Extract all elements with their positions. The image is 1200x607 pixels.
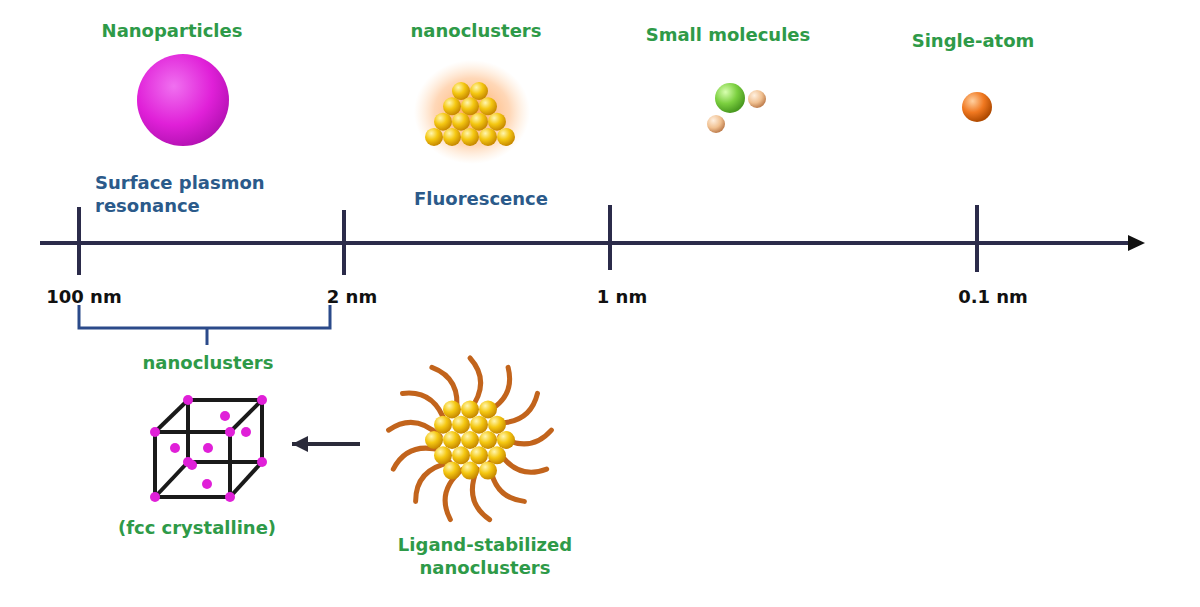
gold-atom	[488, 113, 506, 131]
lattice-atom	[150, 427, 160, 437]
scale-label: Fluorescence	[414, 188, 548, 211]
lattice-atom	[150, 492, 160, 502]
gold-atom	[497, 431, 515, 449]
gold-atom	[443, 128, 461, 146]
scale-label: Surface plasmon resonance	[95, 172, 295, 217]
gold-atom	[461, 431, 479, 449]
figure-caption: Ligand-stabilized nanoclusters	[368, 534, 602, 579]
lattice-atom	[203, 443, 213, 453]
gold-atom	[479, 97, 497, 115]
lattice-atom	[257, 395, 267, 405]
lattice-atom	[241, 427, 251, 437]
gold-atom	[461, 462, 479, 480]
scale-label: Small molecules	[646, 24, 811, 47]
lattice-atom	[225, 492, 235, 502]
fcc-atoms	[150, 395, 267, 502]
fluorescence-glow	[414, 60, 530, 164]
gold-atom	[470, 416, 488, 434]
scale-label: 100 nm	[46, 286, 121, 309]
scale-axis	[40, 205, 1128, 275]
gold-atom	[443, 97, 461, 115]
gold-atom	[461, 128, 479, 146]
gold-atom	[470, 82, 488, 100]
gold-atom	[425, 128, 443, 146]
process-arrow	[292, 442, 360, 446]
gold-atom	[479, 128, 497, 146]
molecule-atom	[715, 83, 745, 113]
gold-atom	[461, 400, 479, 418]
scale-label: 2 nm	[327, 286, 377, 309]
gold-atom	[452, 416, 470, 434]
lattice-atom	[183, 395, 193, 405]
gold-atom	[470, 113, 488, 131]
lattice-atom	[220, 411, 230, 421]
gold-atom	[434, 113, 452, 131]
axis-arrowhead	[1128, 235, 1145, 251]
gold-atom	[443, 431, 461, 449]
nanoparticle-sphere	[137, 54, 229, 146]
gold-atom	[443, 462, 461, 480]
single-atom-sphere	[962, 92, 992, 122]
molecule-atom	[707, 115, 725, 133]
gold-atom	[488, 446, 506, 464]
lattice-atom	[170, 443, 180, 453]
scale-label: Single-atom	[912, 30, 1035, 53]
molecule-atom	[748, 90, 766, 108]
gold-atom	[479, 400, 497, 418]
figure-node: Ligand-stabilized nanoclusters	[360, 350, 610, 585]
ligand-cluster-spheres	[425, 400, 515, 479]
gold-atom	[434, 446, 452, 464]
range-bracket	[79, 305, 330, 345]
gold-atom	[452, 82, 470, 100]
gold-atom	[434, 416, 452, 434]
gold-atom	[452, 446, 470, 464]
fcc-cube	[155, 400, 262, 497]
gold-atom	[488, 416, 506, 434]
gold-atom	[452, 113, 470, 131]
figure-node: (fcc crystalline)	[102, 395, 292, 545]
lattice-atom	[202, 479, 212, 489]
lattice-atom	[187, 460, 197, 470]
nanocluster-spheres	[425, 82, 515, 146]
scale-label: nanoclusters	[143, 352, 274, 375]
gold-atom	[479, 462, 497, 480]
gold-atom	[497, 128, 515, 146]
scale-label: 1 nm	[597, 286, 647, 309]
scale-label: nanoclusters	[411, 20, 542, 43]
figure-caption: (fcc crystalline)	[118, 517, 276, 540]
scale-label: Nanoparticles	[102, 20, 243, 43]
gold-atom	[461, 97, 479, 115]
gold-atom	[470, 446, 488, 464]
scale-label: 0.1 nm	[958, 286, 1028, 309]
lattice-atom	[257, 457, 267, 467]
lattice-atom	[225, 427, 235, 437]
gold-atom	[443, 400, 461, 418]
ligand-tendrils	[389, 358, 552, 520]
gold-atom	[425, 431, 443, 449]
gold-atom	[479, 431, 497, 449]
